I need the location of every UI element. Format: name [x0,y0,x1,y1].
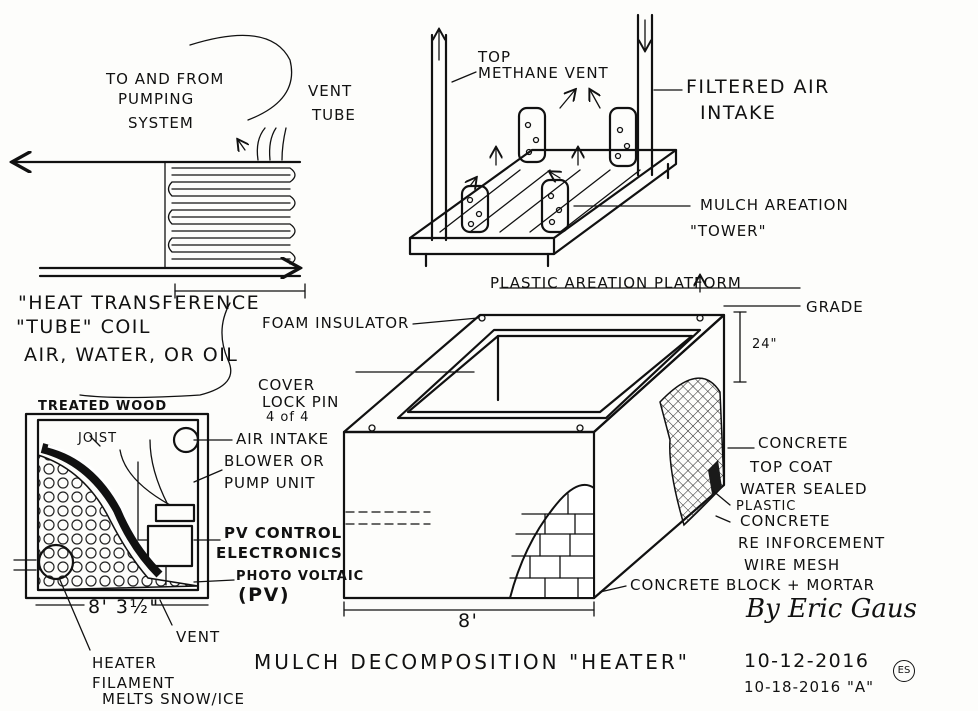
heater-line3: MELTS SNOW/ICE [102,690,245,708]
heat-coil [14,34,306,399]
tower-line1: MULCH AREATION [700,196,849,214]
filtered-air-line2: INTAKE [700,102,777,124]
aeration-platform [408,13,700,293]
date-line2: 10-18-2016 "A" [744,678,875,696]
heater-line1: HEATER [92,654,157,672]
heater-line2: FILAMENT [92,674,175,692]
box-opening-outer [396,328,702,420]
plan-view [13,412,235,651]
pump-connector-curve [189,34,293,121]
pump-label-line1: TO AND FROM [106,70,225,88]
blower-line2: PUMP UNIT [224,474,316,492]
platform-label: PLASTIC AREATION PLATFORM [490,274,742,292]
box-opening-inner [406,334,694,414]
heater-filament-area [37,453,199,591]
pump-label-line2: PUMPING [118,90,195,108]
box-side-face [592,313,726,600]
top-vent-line1: TOP [478,48,512,66]
vent-tube-line1: VENT [308,82,353,100]
pipe-entry-dashed [345,511,431,525]
block-mortar-label: BLOCK + MORTAR [726,576,876,594]
reinforce-line1: CONCRETE [740,512,831,530]
cover-pin-line2: LOCK PIN [262,393,340,411]
coil-loops [164,161,296,269]
air-flow-arrows [451,71,700,293]
treated-wood-label: TREATED WOOD [38,399,168,414]
wire-mesh-cutaway [659,377,725,527]
pv-control-line2: ELECTRONICS [216,544,343,562]
date-line1: 10-12-2016 [744,650,870,672]
filtered-air-line1: FILTERED AIR [686,76,830,98]
coil-label-line2: "TUBE" COIL [16,316,151,338]
concrete-base-label: CONCRETE [630,576,721,594]
platform-hatching [439,169,641,233]
reinforce-line3: WIRE MESH [744,556,841,574]
tower-line2: "TOWER" [690,222,767,240]
foam-insulator-label: FOAM INSULATOR [262,314,410,332]
concrete-box [342,287,801,617]
air-intake-label: AIR INTAKE [236,430,330,448]
plan-wiring [13,435,235,651]
initials-badge: ES [893,660,915,682]
pump-tubes [256,127,287,161]
box-width-label: 8' [458,610,479,632]
coil-label-line1: "HEAT TRANSFERENCE [18,292,261,314]
depth-label: 24" [752,337,778,352]
photovoltaic-line2: (PV) [238,584,290,606]
joist-label: JOIST [78,431,118,446]
cover-pin-line1: COVER [258,376,316,394]
vent-label: VENT [176,628,221,646]
grade-label: GRADE [806,298,864,316]
author-signature: By Eric Gaus [746,594,917,624]
block-courses [509,493,595,599]
top-vent-line2: METHANE VENT [478,64,609,82]
box-leader-lines [355,287,801,593]
concrete-top-line2: TOP COAT [750,458,834,476]
pv-control-line1: PV CONTROL [224,524,343,542]
plan-dimension-label: 8' 3½" [88,596,160,618]
block-cutaway [508,484,595,599]
pump-label-line3: SYSTEM [128,114,194,132]
reinforce-line2: RE INFORCEMENT [738,534,886,552]
concrete-top-line1: CONCRETE [758,434,849,452]
diagram-title: MULCH DECOMPOSITION "HEATER" [254,650,690,674]
photovoltaic-line1: PHOTO VOLTAIC [236,569,365,584]
coil-media-label: AIR, WATER, OR OIL [24,344,239,366]
blower-line1: BLOWER OR [224,452,325,470]
lock-pins [368,314,704,432]
vent-circle [37,543,75,581]
concrete-top-line3: WATER SEALED [740,480,868,498]
platform-slab [408,148,678,256]
blower-unit [154,503,196,523]
coil-pointer-curve [79,302,232,399]
plan-outer [24,412,210,600]
cover-pin-line3: 4 of 4 [266,410,310,425]
plastic-label: PLASTIC [736,499,797,514]
pv-control-box [146,524,194,568]
vent-tube-line2: TUBE [312,106,356,124]
